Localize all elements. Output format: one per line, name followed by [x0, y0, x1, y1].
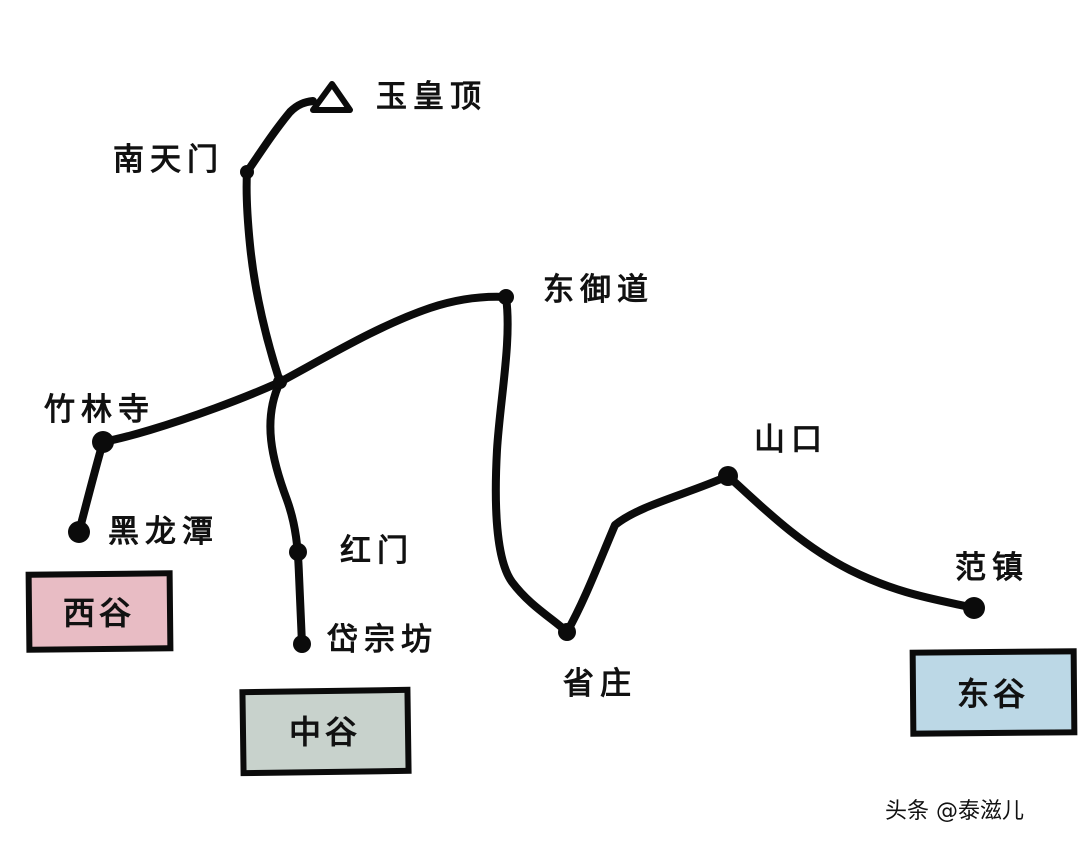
place-label-yuhuangding: 玉皇顶 [376, 79, 487, 115]
valley-box-east [909, 648, 1078, 737]
route-zhongtianmen-to-nantianmen [242, 168, 284, 386]
valley-label-middle: 中谷 [289, 713, 361, 751]
dot-marker-icon-dongyudao [498, 289, 514, 305]
watermark-credit: 头条 @泰滋儿 [885, 799, 1024, 824]
place-label-fanzhen: 范镇 [955, 550, 1029, 586]
triangle-peak-icon [310, 81, 353, 113]
dot-marker-icon-shengzhuang [558, 623, 576, 641]
place-label-hongmen: 红门 [340, 533, 414, 569]
route-zhongtianmen-to-zhulinsi [99, 378, 284, 446]
dot-marker-icon-hongmen [289, 543, 307, 561]
dot-marker-icon-nantianmen [240, 165, 254, 179]
place-label-shankou: 山口 [754, 422, 828, 458]
route-dongyudao-to-shengzhuang [491, 293, 571, 636]
place-label-shengzhuang: 省庄 [563, 666, 637, 702]
dot-marker-icon-fanzhen [963, 597, 985, 619]
valley-box-west [25, 570, 174, 653]
route-zhongtianmen-to-dongyudao [276, 292, 510, 386]
place-label-dongyudao: 东御道 [543, 272, 654, 308]
dot-marker-icon-daizongfang [293, 635, 311, 653]
place-label-daizongfang: 岱宗坊 [326, 622, 438, 658]
dot-marker-icon-heilongtan [68, 521, 90, 543]
route-shengzhuang-to-shankou [563, 472, 732, 636]
dot-marker-icon-zhulinsi [92, 431, 114, 453]
route-shankou-to-fanzhen [724, 472, 978, 612]
valley-box-middle [239, 686, 412, 777]
dot-marker-icon-shankou [718, 466, 738, 486]
place-label-nantianmen: 南天门 [113, 142, 224, 178]
dot-marker-icon-zhongtianmen [273, 375, 287, 389]
route-zhongtianmen-to-daizongfang [266, 378, 306, 648]
route-zhulinsi-to-heilongtan [75, 438, 107, 536]
valley-label-east: 东谷 [957, 675, 1029, 713]
place-label-heilongtan: 黑龙潭 [108, 514, 219, 550]
route-nantianmen-to-summit [243, 97, 317, 176]
valley-label-west: 西谷 [63, 594, 135, 632]
place-label-zhulinsi: 竹林寺 [44, 392, 155, 428]
